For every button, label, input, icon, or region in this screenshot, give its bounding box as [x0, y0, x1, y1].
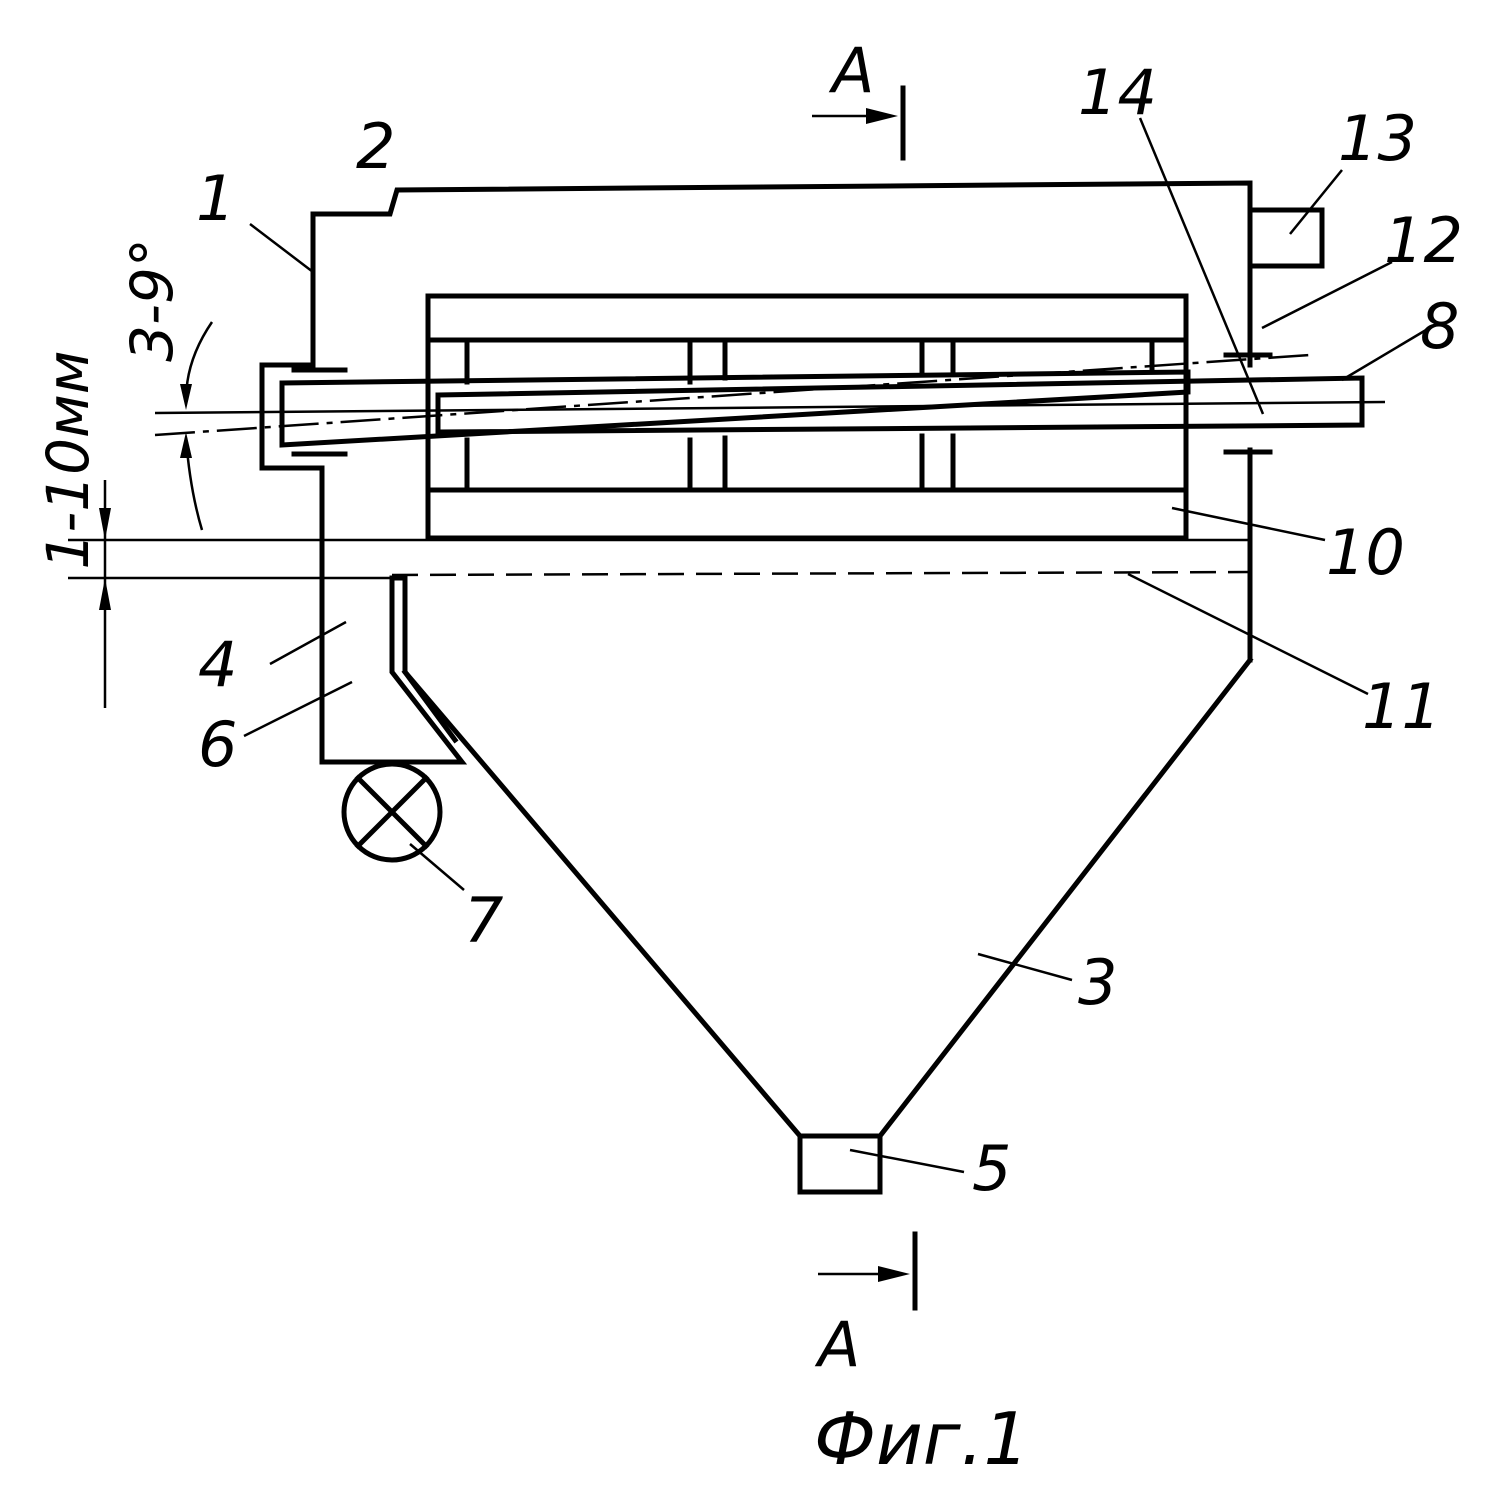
callout-11: 11: [1362, 670, 1441, 743]
callout-3: 3: [1078, 946, 1117, 1019]
callout-5: 5: [972, 1132, 1011, 1205]
callout-2: 2: [356, 110, 395, 183]
dimension-gap: [68, 480, 1250, 708]
callout-8: 8: [1420, 290, 1459, 363]
callout-4: 4: [198, 628, 237, 701]
callout-12: 12: [1384, 204, 1463, 277]
drive-13: [1250, 210, 1322, 266]
sieve-line-11: [392, 572, 1250, 575]
callout-13: 13: [1338, 102, 1417, 175]
callout-14: 14: [1078, 56, 1157, 129]
housing-outline: [313, 183, 1250, 660]
dimension-gap-label: 1-10мм: [34, 350, 102, 569]
section-label-bottom: А: [814, 1308, 860, 1381]
dimension-angle-label: 3-9°: [118, 238, 186, 362]
rotary-valve-7: [344, 764, 440, 860]
discharge-outlet: [800, 1136, 880, 1192]
drum-rotor-10: [428, 296, 1186, 538]
figure-caption: Фиг.1: [814, 1397, 1029, 1481]
section-marker-bottom: [818, 1234, 915, 1308]
section-label-top: А: [828, 34, 874, 107]
callout-7: 7: [464, 884, 503, 957]
callout-1: 1: [196, 162, 235, 235]
conical-hopper: [405, 660, 1250, 1136]
callout-10: 10: [1326, 516, 1405, 589]
callout-6: 6: [198, 708, 237, 781]
